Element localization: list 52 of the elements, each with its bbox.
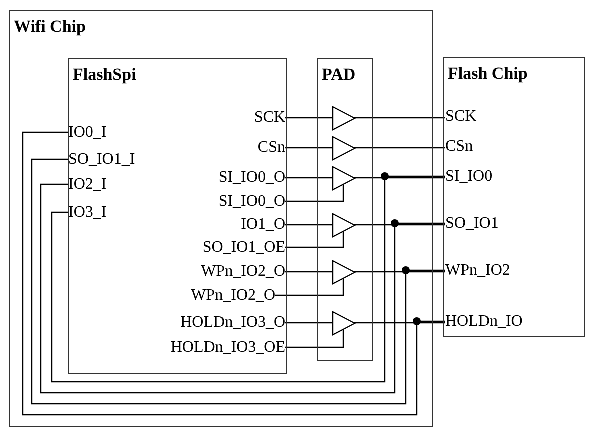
wire <box>354 224 446 226</box>
wire <box>286 322 332 324</box>
block-title: PAD <box>322 65 356 85</box>
wire <box>276 278 344 296</box>
wire <box>286 177 332 179</box>
pin-label: HOLDn_IO3_O <box>180 312 286 332</box>
pin-label: WPn_IO2 <box>446 260 510 280</box>
pin-label: CSn <box>258 138 286 158</box>
pin-label: HOLDn_IO3_OE <box>170 338 286 358</box>
pad-block <box>317 58 373 361</box>
block-title: FlashSpi <box>73 65 136 85</box>
wire <box>354 147 446 149</box>
pin-label: SO_IO1_I <box>68 150 136 170</box>
pin-label: IO1_O <box>241 214 286 234</box>
buffer-symbol <box>332 310 356 336</box>
buffer-symbol <box>332 106 356 130</box>
pin-label: WPn_IO2_O <box>191 286 276 306</box>
pin-label: SCK <box>254 108 286 128</box>
pin-label: IO0_I <box>68 122 107 142</box>
block-title: Flash Chip <box>448 64 528 84</box>
pin-label: CSn <box>446 136 474 156</box>
buffer-symbol <box>332 212 356 238</box>
wire <box>22 132 446 416</box>
flash-chip-block <box>443 57 585 337</box>
pin-label: SO_IO1 <box>446 214 499 234</box>
wire <box>354 177 446 179</box>
block-title: Wifi Chip <box>14 17 86 37</box>
pin-label: WPn_IO2_O <box>201 262 286 282</box>
pin-label: IO3_I <box>68 202 107 222</box>
wire <box>286 328 344 348</box>
pin-label: IO2_I <box>68 174 107 194</box>
wire <box>286 147 332 149</box>
pin-label: SI_IO0_O <box>218 192 286 212</box>
wire <box>286 271 332 273</box>
pin-label: SI_IO0 <box>446 166 493 186</box>
wire <box>286 117 332 119</box>
wifi-chip-block <box>9 10 433 427</box>
buffer-symbol <box>332 166 356 190</box>
wire <box>354 117 446 119</box>
pin-label: SI_IO0_O <box>218 168 286 188</box>
wire <box>354 271 446 273</box>
wire <box>354 322 446 324</box>
buffer-symbol <box>332 260 356 284</box>
pin-label: SCK <box>446 106 477 126</box>
wire <box>286 184 344 202</box>
wire <box>286 230 344 248</box>
pin-label: SO_IO1_OE <box>202 238 286 258</box>
wire <box>286 224 332 226</box>
wire <box>31 158 446 405</box>
buffer-symbol <box>332 136 356 160</box>
pin-label: HOLDn_IO <box>446 312 523 332</box>
flashspi-block <box>68 58 287 374</box>
